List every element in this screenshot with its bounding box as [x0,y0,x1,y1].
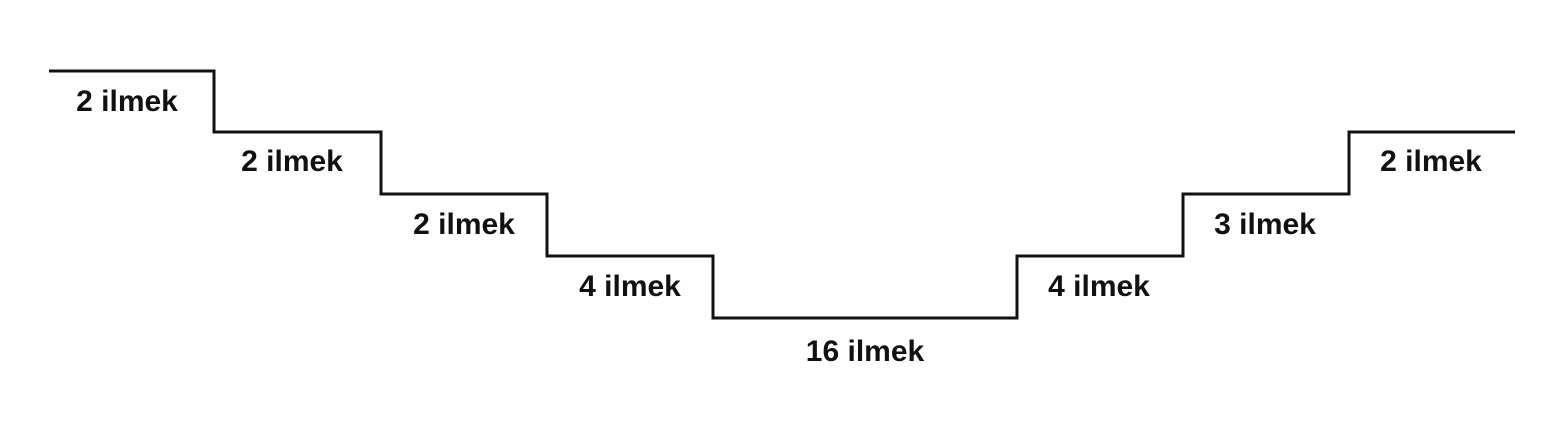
step-label-3: 2 ilmek [413,208,515,241]
step-label-5: 16 ilmek [806,335,925,368]
step-label-7: 3 ilmek [1214,208,1316,241]
step-label-8: 2 ilmek [1380,145,1482,178]
step-label-2: 2 ilmek [241,145,343,178]
step-label-1: 2 ilmek [76,85,178,118]
step-outline [49,69,1515,320]
step-label-6: 4 ilmek [1048,270,1150,303]
step-label-4: 4 ilmek [579,270,681,303]
